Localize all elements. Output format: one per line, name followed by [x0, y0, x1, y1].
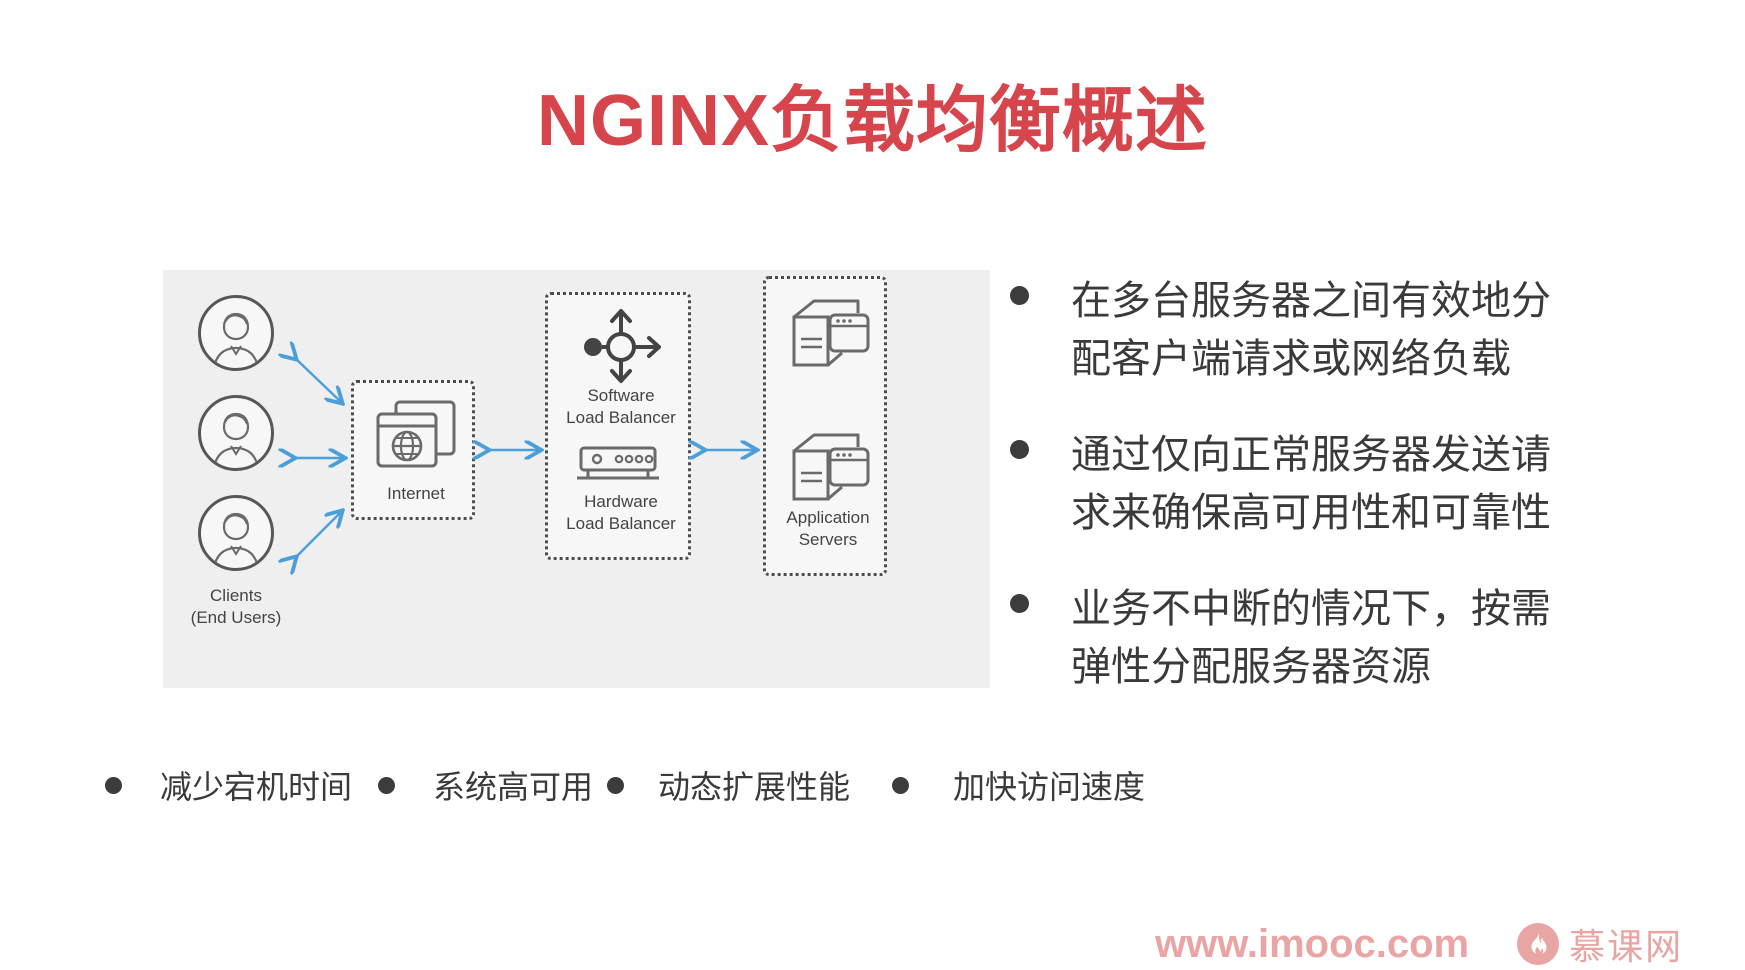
app-servers-label-line2: Servers	[798, 529, 858, 549]
benefit-label-3: 动态扩展性能	[658, 769, 851, 805]
benefit-dot-icon-2	[378, 776, 396, 794]
network-appliance-icon	[548, 443, 694, 489]
benefit-dot-icon-3	[607, 776, 625, 794]
benefit-label-4: 加快访问速度	[953, 769, 1146, 805]
bullet-item-1: 在多台服务器之间有效地分配客户端请求或网络负载	[1010, 272, 1710, 388]
clients-label: Clients (End Users)	[163, 585, 309, 629]
bullet-dot-icon	[1010, 286, 1029, 305]
flame-icon	[1517, 923, 1560, 965]
hardware-lb-label: Hardware Load Balancer	[548, 491, 694, 535]
bullet-text-2: 通过仅向正常服务器发送请求来确保高可用性和可靠性	[1071, 433, 1551, 535]
distribute-arrows-icon	[548, 307, 694, 385]
internet-label: Internet	[387, 484, 445, 503]
benefits-strip: 减少宕机时间 系统高可用 动态扩展性能 加快访问速度	[105, 762, 1145, 808]
client-internet-arrows	[283, 340, 353, 570]
bullet-item-2: 通过仅向正常服务器发送请求来确保高可用性和可靠性	[1010, 426, 1710, 542]
globe-browser-icon	[354, 393, 478, 483]
footer-url[interactable]: www.imooc.com	[1155, 921, 1470, 966]
hardware-lb-label-line2: Load Balancer	[566, 513, 676, 533]
bullet-dot-icon	[1010, 440, 1029, 459]
server-icon-1	[766, 293, 890, 373]
bullet-item-3: 业务不中断的情况下，按需弹性分配服务器资源	[1010, 580, 1710, 696]
benefit-label-2: 系统高可用	[433, 769, 594, 805]
hardware-lb-label-line1: Hardware	[584, 492, 658, 511]
load-balancer-box: Software Load Balancer Hardware Load Bal…	[545, 292, 691, 560]
user-avatar-icon	[212, 512, 260, 568]
user-avatar-icon	[212, 312, 260, 368]
server-icon-2	[766, 427, 890, 507]
architecture-diagram: Clients (End Users)	[163, 270, 990, 688]
clients-label-line1: Clients	[210, 586, 262, 605]
client-avatar-2	[198, 395, 274, 471]
bullet-text-3: 业务不中断的情况下，按需弹性分配服务器资源	[1071, 587, 1551, 689]
lb-servers-arrow	[697, 438, 761, 462]
software-lb-label-line1: Software	[587, 386, 655, 405]
client-avatar-1	[198, 295, 274, 371]
imooc-brand-name: 慕课网	[1569, 926, 1684, 967]
clients-label-line2: (End Users)	[190, 607, 282, 627]
footer-branding: www.imooc.com 慕课网	[1155, 918, 1683, 970]
benefit-dot-icon-1	[105, 776, 122, 794]
software-lb-label-line2: Load Balancer	[566, 407, 676, 427]
bullet-text-1: 在多台服务器之间有效地分配客户端请求或网络负载	[1071, 279, 1551, 381]
internet-lb-arrow	[481, 438, 545, 462]
app-servers-label-line1: Application	[786, 508, 870, 527]
feature-bullet-list: 在多台服务器之间有效地分配客户端请求或网络负载 通过仅向正常服务器发送请求来确保…	[1010, 272, 1710, 734]
imooc-brand: 慕课网	[1517, 918, 1683, 970]
user-avatar-icon	[212, 412, 260, 468]
application-servers-box: Application Servers	[763, 276, 887, 576]
app-servers-label: Application Servers	[766, 507, 890, 551]
page-title: NGINX负载均衡概述	[536, 81, 1209, 161]
internet-box: Internet	[351, 380, 475, 520]
client-avatar-3	[198, 495, 274, 571]
bullet-dot-icon	[1010, 594, 1029, 613]
software-lb-label: Software Load Balancer	[548, 385, 694, 429]
benefit-dot-icon-4	[892, 776, 910, 794]
benefit-label-1: 减少宕机时间	[160, 769, 353, 805]
